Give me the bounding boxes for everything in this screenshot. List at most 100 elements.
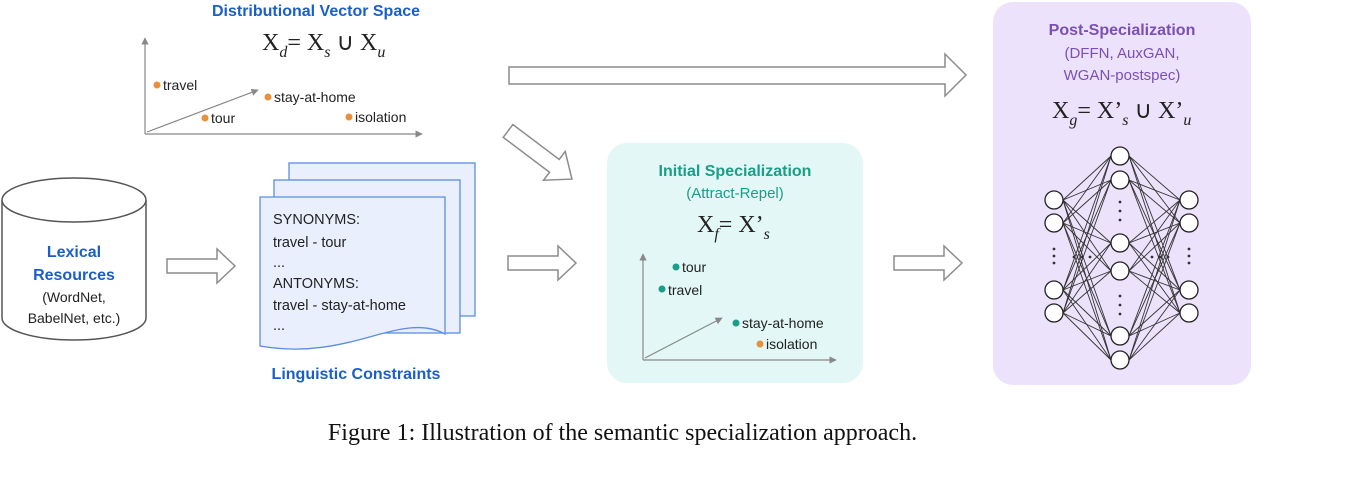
point-tour [672,263,680,271]
constraint-line: SYNONYMS: [273,212,360,228]
nn-ellipsis-dot [1118,294,1122,298]
nn-edge [1128,199,1181,361]
nn-ellipsis-dot [1118,303,1122,307]
nn-ellipsis-dot [1118,200,1122,204]
nn-edge [1128,199,1181,244]
nn-edge [1128,179,1181,201]
point-label: travel [668,282,702,298]
nn-ellipsis-dot [1052,254,1056,258]
point-isolation [756,340,764,348]
nn-edge [1062,270,1112,314]
constraints-title: Linguistic Constraints [272,366,441,383]
post-specialization: Post-Specialization (DFFN, AuxGAN, WGAN-… [993,2,1251,385]
nn-node [1110,233,1130,253]
nn-ellipsis-dot [1118,218,1122,222]
linguistic-constraints: SYNONYMS: travel - tour ... ANTONYMS: tr… [259,162,476,383]
neural-network [1044,146,1199,370]
point-tour [201,114,209,122]
arrow-to-post [508,52,968,98]
lexical-title-line1: Lexical [47,244,101,261]
nn-node [1044,280,1064,300]
nn-ellipsis-dot [1187,254,1191,258]
initial-formula: Xf= X’s [697,212,770,243]
nn-edge [1062,242,1112,291]
point-stay-at-home [732,319,740,327]
vector-arrow [146,88,259,133]
nn-node [1110,261,1130,281]
nn-node [1179,213,1199,233]
point-label: travel [163,77,197,93]
nn-node [1044,213,1064,233]
nn-node [1179,303,1199,323]
nn-edge [1128,222,1181,272]
nn-edge [1062,199,1112,244]
nn-node [1110,146,1130,166]
post-sub-line1: (DFFN, AuxGAN, [1064,45,1179,62]
cylinder-body [1,200,147,341]
nn-ellipsis-dot [1187,247,1191,251]
nn-ellipsis-dot [1158,255,1162,259]
nn-ellipsis-dot [1088,255,1092,259]
paper-front [259,196,446,350]
arrow-diagonal [502,123,573,182]
point-label: stay-at-home [274,89,356,105]
nn-ellipsis-dot [1080,255,1084,259]
constraint-line: ... [273,255,285,271]
post-title: Post-Specialization [1049,22,1196,39]
post-sub-line2: WGAN-postspec) [1064,67,1181,84]
lexical-sub-line1: (WordNet, [42,289,106,305]
flow-arrows [166,52,968,285]
nn-ellipsis-dot [1166,255,1170,259]
nn-node [1179,280,1199,300]
constraint-line: ANTONYMS: [273,276,359,292]
nn-ellipsis-dot [1150,255,1154,259]
point-travel [153,81,161,89]
nn-edge [1128,199,1181,337]
nn-node [1110,350,1130,370]
distributional-formula: Xd= Xs ∪ Xu [262,30,385,61]
initial-panel [607,143,863,383]
nn-node [1044,190,1064,210]
nn-edge [1062,242,1112,314]
lexical-title-line2: Resources [33,267,115,284]
nn-edge [1062,179,1112,224]
nn-edge [1062,289,1112,337]
constraint-line: ... [273,318,285,334]
point-label: isolation [355,109,406,125]
post-formula: Xg= X’s ∪ X’u [1052,98,1191,129]
arrow-initial [893,244,964,282]
nn-edge [1062,155,1112,314]
nn-ellipsis-dot [1072,255,1076,259]
vector-arrow [644,317,723,359]
nn-edge [1062,155,1112,224]
point-label: tour [211,110,235,126]
nn-edge [1128,222,1181,361]
point-label: stay-at-home [742,315,824,331]
lexical-resources: Lexical Resources (WordNet, BabelNet, et… [1,177,147,341]
arrow-lexical [166,247,237,285]
point-label: tour [682,259,706,275]
point-isolation [345,113,353,121]
nn-edge [1128,199,1181,272]
nn-edge [1062,199,1112,337]
figure-caption: Figure 1: Illustration of the semantic s… [327,420,918,446]
point-label: isolation [766,336,817,352]
nn-node [1044,303,1064,323]
initial-specialization: Initial Specialization (Attract-Repel) X… [607,143,863,383]
nn-edge [1062,179,1112,314]
specialization-diagram: Distributional Vector Space Xd= Xs ∪ Xu … [1,2,1251,385]
nn-ellipsis-dot [1187,261,1191,265]
nn-edge [1062,312,1112,337]
nn-edge [1128,289,1181,361]
point-stay-at-home [264,93,272,101]
arrow-constraints [507,244,578,282]
nn-ellipsis-dot [1118,312,1122,316]
initial-subtitle: (Attract-Repel) [686,185,784,202]
nn-edge [1062,222,1112,337]
nn-edge [1062,155,1112,291]
nn-edge [1128,179,1181,224]
nn-edge [1128,312,1181,361]
nn-edge [1128,155,1181,201]
nn-ellipsis-dot [1052,247,1056,251]
nn-edge [1128,242,1181,291]
